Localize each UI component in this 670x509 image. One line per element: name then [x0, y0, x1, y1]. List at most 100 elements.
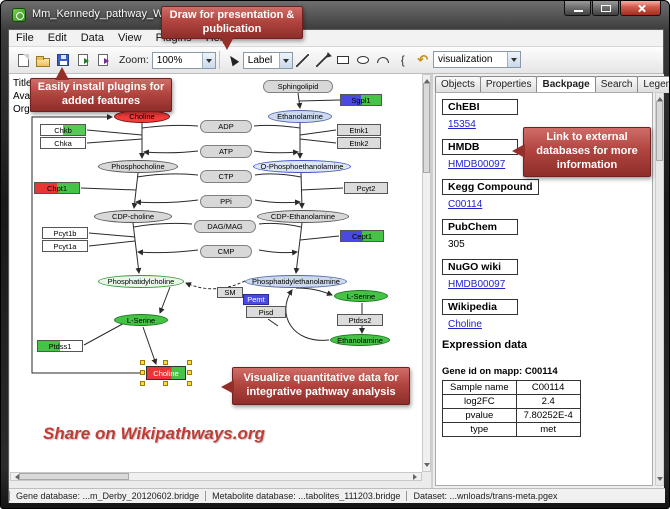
maximize-icon [601, 5, 611, 12]
selection-handle[interactable] [187, 360, 192, 365]
pathway-node-chkb[interactable]: Chkb [40, 124, 86, 136]
pathway-node-ethanolamine[interactable]: Ethanolamine [330, 334, 390, 346]
selection-handle[interactable] [187, 381, 192, 386]
pathway-node-pcyt1b[interactable]: Pcyt1b [42, 227, 88, 239]
selection-handle[interactable] [163, 381, 168, 386]
pathway-node-sm[interactable]: SM [217, 287, 243, 298]
pathway-node-ptdss2[interactable]: Ptdss2 [337, 314, 383, 326]
pathway-node-o-phosphoethanolamine[interactable]: O-Phosphoethanolamine [253, 160, 351, 173]
statusbar: Gene database: ...m_Derby_20120602.bridg… [9, 488, 665, 503]
open-file-button[interactable] [33, 50, 53, 70]
pathway-node-cmp[interactable]: CMP [200, 245, 252, 258]
rectangle-tool-button[interactable] [333, 50, 353, 70]
pathway-node-sgpl1[interactable]: Sgpl1 [340, 94, 382, 106]
pathway-node-ctp[interactable]: CTP [200, 170, 252, 183]
arc-tool-button[interactable] [373, 50, 393, 70]
panel-tabs: Objects Properties Backpage Search Legen… [435, 76, 669, 93]
canvas-horizontal-scrollbar[interactable] [10, 472, 422, 481]
save-button[interactable] [53, 50, 73, 70]
pathway-node-pisd[interactable]: Pisd [246, 306, 286, 318]
minimize-button[interactable] [564, 1, 591, 16]
pathway-node-pcyt1a[interactable]: Pcyt1a [42, 240, 88, 252]
menu-edit[interactable]: Edit [47, 32, 67, 44]
selection-handle[interactable] [187, 370, 192, 375]
export-icon [98, 54, 109, 66]
close-button[interactable] [620, 1, 661, 16]
pathway-node-l-serine[interactable]: L-Serine [334, 290, 388, 302]
import-button[interactable] [73, 50, 93, 70]
selection-handle[interactable] [140, 370, 145, 375]
pathway-node-pemt[interactable]: Pemt [243, 294, 269, 305]
selection-tool-button[interactable] [223, 50, 243, 70]
pathway-info-title: Title: [13, 78, 35, 89]
menu-file[interactable]: File [16, 32, 34, 44]
panel-divider[interactable] [431, 74, 433, 488]
status-metabolite-database: Metabolite database: ...tabolites_111203… [205, 491, 406, 501]
open-folder-icon [36, 55, 50, 67]
pathway-node-dag-mag[interactable]: DAG/MAG [194, 220, 256, 233]
tab-legend[interactable]: Legend [637, 76, 669, 93]
database-header: ChEBI [442, 99, 518, 115]
visualization-select[interactable]: visualization [433, 51, 521, 68]
new-file-button[interactable] [13, 50, 33, 70]
tab-search[interactable]: Search [594, 76, 639, 93]
pathway-node-sphingolipid[interactable]: Sphingolipid [263, 80, 333, 93]
pathway-node-adp[interactable]: ADP [200, 120, 252, 133]
import-icon [78, 54, 89, 66]
pathway-node-cdp-choline[interactable]: CDP-choline [94, 210, 172, 223]
pathway-node-ptdss1[interactable]: Ptdss1 [37, 340, 83, 352]
scrollbar-thumb[interactable] [19, 473, 129, 480]
pathway-node-etnk2[interactable]: Etnk2 [337, 137, 381, 149]
pathway-node-choline[interactable]: Choline [146, 366, 186, 380]
selection-handle[interactable] [140, 381, 145, 386]
database-id-link[interactable]: 15354 [448, 119, 476, 130]
scrollbar-thumb[interactable] [656, 101, 663, 161]
arrow-tool-button[interactable] [313, 50, 333, 70]
pathway-node-ppi[interactable]: PPi [200, 195, 252, 208]
scrollbar-thumb[interactable] [423, 83, 430, 173]
maximize-button[interactable] [592, 1, 619, 16]
tab-properties[interactable]: Properties [479, 76, 538, 93]
pathway-node-pcyt2[interactable]: Pcyt2 [344, 182, 388, 194]
tab-objects[interactable]: Objects [435, 76, 481, 93]
tab-backpage[interactable]: Backpage [536, 76, 596, 93]
line-tool-button[interactable] [293, 50, 313, 70]
database-id-text: 305 [448, 239, 465, 250]
pathway-node-cdp-ethanolamine[interactable]: CDP-Ethanolamine [257, 210, 349, 223]
status-gene-database: Gene database: ...m_Derby_20120602.bridg… [9, 491, 205, 501]
callout-draw-presentation: Draw for presentation & publication [161, 6, 303, 50]
selection-handle[interactable] [163, 360, 168, 365]
export-button[interactable] [93, 50, 113, 70]
menu-view[interactable]: View [117, 32, 142, 44]
label-tool-select[interactable]: Label [242, 51, 293, 69]
pathway-node-chka[interactable]: Chka [40, 137, 86, 149]
pathway-node-phosphatidylethanolamine[interactable]: Phosphatidylethanolamine [245, 275, 347, 288]
database-id-link[interactable]: HMDB00097 [448, 279, 506, 290]
database-id-link[interactable]: Choline [448, 319, 482, 330]
brace-tool-button[interactable]: { [393, 50, 413, 70]
menu-data[interactable]: Data [80, 32, 104, 44]
pathway-node-ethanolamine[interactable]: Ethanolamine [268, 110, 332, 123]
chevron-down-icon [278, 52, 292, 68]
pathway-node-chpt1[interactable]: Chpt1 [34, 182, 80, 194]
titlebar[interactable]: Mm_Kennedy_pathway_WP1771_45176.gpml [1, 1, 669, 29]
canvas-vertical-scrollbar[interactable] [422, 74, 431, 472]
pathway-node-atp[interactable]: ATP [200, 145, 252, 158]
database-id-link[interactable]: C00114 [448, 199, 483, 210]
pathway-node-l-serine[interactable]: L-Serine [114, 314, 168, 326]
panel-vertical-scrollbar[interactable] [655, 92, 664, 486]
ellipse-tool-button[interactable] [353, 50, 373, 70]
pathway-node-phosphocholine[interactable]: Phosphocholine [98, 160, 178, 173]
database-id-link[interactable]: HMDB00097 [448, 159, 506, 170]
zoom-select[interactable]: 100% [151, 51, 216, 69]
pathway-node-cept1[interactable]: Cept1 [340, 230, 384, 242]
pathway-node-etnk1[interactable]: Etnk1 [337, 124, 381, 136]
undo-button[interactable]: ↶ [413, 50, 433, 70]
database-header: Wikipedia [442, 299, 518, 315]
selection-handle[interactable] [140, 360, 145, 365]
pathway-node-phosphatidylcholine[interactable]: Phosphatidylcholine [98, 275, 184, 288]
pathway-edges[interactable] [10, 74, 422, 472]
